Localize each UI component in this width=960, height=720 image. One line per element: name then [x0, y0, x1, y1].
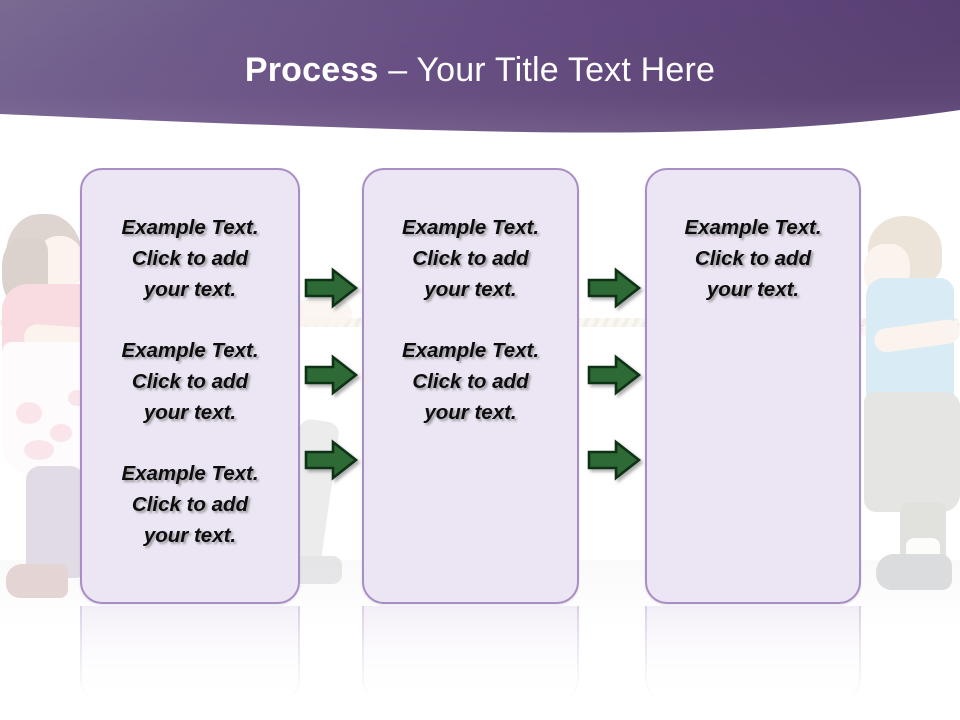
stage-1-paragraph-1[interactable]: Example Text. Click to add your text.	[121, 216, 259, 301]
right-arrow-icon[interactable]	[304, 439, 359, 481]
stage-box-2-content: Example Text. Click to add your text. Ex…	[364, 212, 577, 428]
boy-shoe	[876, 554, 952, 590]
stage-3-paragraph-1[interactable]: Example Text. Click to add your text.	[684, 216, 822, 301]
dress-flower	[50, 424, 72, 442]
stage-box-reflection	[645, 606, 861, 702]
header-banner: Process – Your Title Text Here	[0, 0, 960, 140]
stage-box-3[interactable]: Example Text. Click to add your text.	[645, 168, 861, 604]
boy-hair	[868, 216, 942, 284]
stage-2-paragraph-1[interactable]: Example Text. Click to add your text.	[401, 216, 540, 301]
right-arrow-icon[interactable]	[587, 439, 642, 481]
right-arrow-icon[interactable]	[304, 267, 359, 309]
header-curve-shape	[0, 0, 960, 133]
stage-2-paragraph-2[interactable]: Example Text. Click to add your text.	[401, 339, 540, 424]
stage-box-3-content: Example Text. Click to add your text.	[647, 212, 859, 305]
child-boy-figure	[862, 216, 960, 606]
right-arrow-icon[interactable]	[304, 354, 359, 396]
stage-box-2[interactable]: Example Text. Click to add your text. Ex…	[362, 168, 579, 604]
dress-flower	[16, 402, 42, 424]
boy-shirt	[866, 278, 954, 400]
page-title: Process – Your Title Text Here	[0, 48, 960, 92]
stage-box-1[interactable]: Example Text. Click to add your text. Ex…	[80, 168, 300, 604]
girl-face	[36, 236, 84, 290]
stage-box-1-content: Example Text. Click to add your text. Ex…	[82, 212, 298, 551]
boy-sock	[906, 538, 940, 564]
stage-box-reflection	[362, 606, 579, 702]
stage-box-reflection	[80, 606, 300, 702]
boy-face	[864, 244, 910, 298]
right-arrow-icon[interactable]	[587, 354, 642, 396]
stage-1-paragraph-3[interactable]: Example Text. Click to add your text.	[121, 462, 259, 547]
title-rest: – Your Title Text Here	[378, 51, 716, 89]
girl-hair-front	[2, 238, 48, 308]
boy-shorts	[864, 392, 960, 512]
right-arrow-icon[interactable]	[587, 267, 642, 309]
title-strong: Process	[244, 51, 379, 89]
girl-leggings	[26, 466, 84, 578]
girl-shoe	[6, 564, 68, 598]
boy-shin	[900, 502, 946, 564]
girl-hair	[6, 214, 82, 292]
dress-flower	[24, 440, 54, 460]
stage-1-paragraph-2[interactable]: Example Text. Click to add your text.	[121, 339, 259, 424]
